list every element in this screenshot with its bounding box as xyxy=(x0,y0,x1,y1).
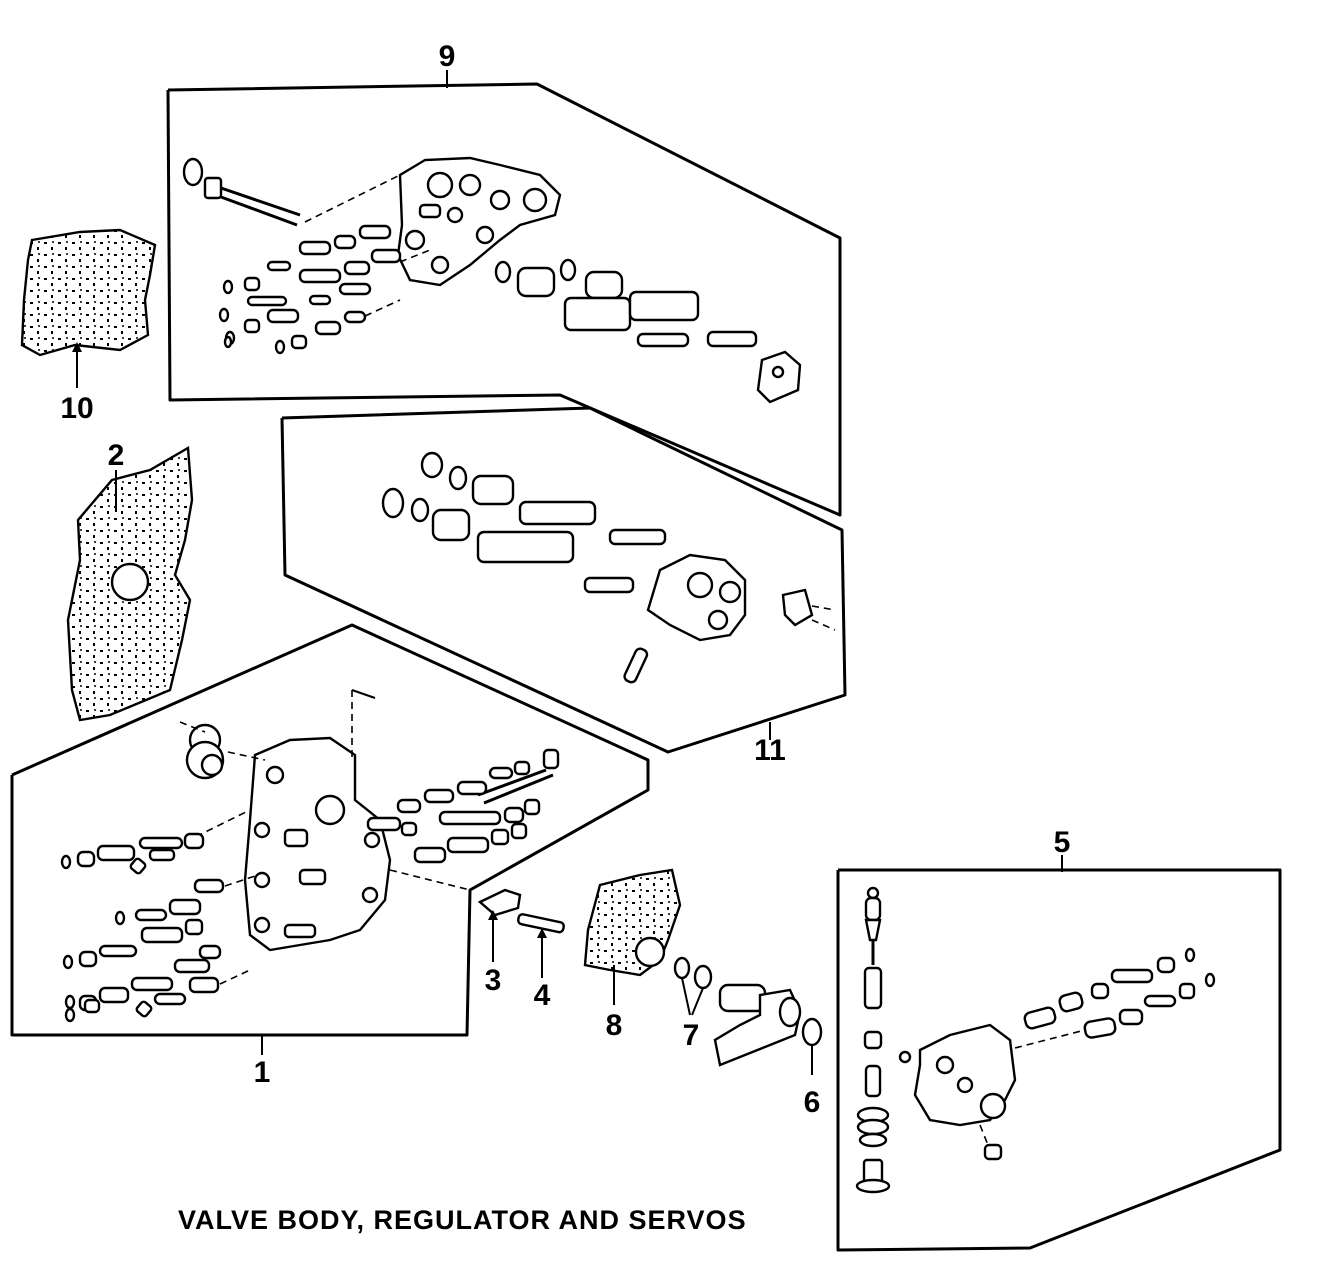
callout-1: 1 xyxy=(254,1056,271,1089)
main-valve-body-casting xyxy=(243,736,392,952)
main-valve-body-group: 1 xyxy=(10,623,650,1089)
governor-gear xyxy=(179,721,266,780)
callout-11: 11 xyxy=(754,734,786,767)
regulator-valve-body xyxy=(898,1023,1017,1161)
callout-2: 2 xyxy=(108,439,125,472)
part-4-pin: 4 xyxy=(516,913,565,1012)
servo-separator-plate-8: 8 xyxy=(583,868,682,1042)
diagram-caption: VALVE BODY, REGULATOR AND SERVOS xyxy=(178,1205,747,1235)
small-spring xyxy=(366,816,402,832)
regulator-valve-trains xyxy=(1014,947,1216,1049)
regulator-stack xyxy=(855,886,891,1194)
separator-plate-10: 10 xyxy=(20,228,157,425)
upper-sleeves-springs xyxy=(494,258,802,404)
callout-4: 4 xyxy=(534,979,551,1012)
servo-body xyxy=(713,983,802,1067)
group-5-outline xyxy=(836,868,1282,1252)
part-3-clip: 3 xyxy=(477,888,522,997)
group-9-outline xyxy=(166,82,842,517)
secondary-sleeves-springs xyxy=(381,451,667,594)
upper-valve-trains xyxy=(218,224,431,355)
group-11-outline xyxy=(280,406,847,754)
callout-6: 6 xyxy=(804,1086,821,1119)
upper-valve-body-group: 9 xyxy=(166,40,842,517)
upper-valve-body-casting xyxy=(396,156,562,287)
callout-5: 5 xyxy=(1054,826,1071,859)
servo-seals-7: 7 xyxy=(673,956,713,1052)
long-bolt xyxy=(182,157,401,227)
callout-3: 3 xyxy=(485,964,502,997)
secondary-valve-body xyxy=(623,553,836,684)
main-right-valves xyxy=(396,748,560,864)
callout-9: 9 xyxy=(439,40,456,73)
callout-8: 8 xyxy=(606,1009,623,1042)
group-1-outline xyxy=(10,623,650,1037)
o-ring-6: 6 xyxy=(801,1017,823,1119)
callout-10: 10 xyxy=(60,392,93,425)
secondary-valve-body-group: 11 xyxy=(280,406,847,767)
callout-7: 7 xyxy=(683,1019,700,1052)
regulator-group: 5 xyxy=(836,826,1282,1252)
main-left-valves xyxy=(60,809,256,1023)
separator-gasket-2: 2 xyxy=(66,439,194,722)
